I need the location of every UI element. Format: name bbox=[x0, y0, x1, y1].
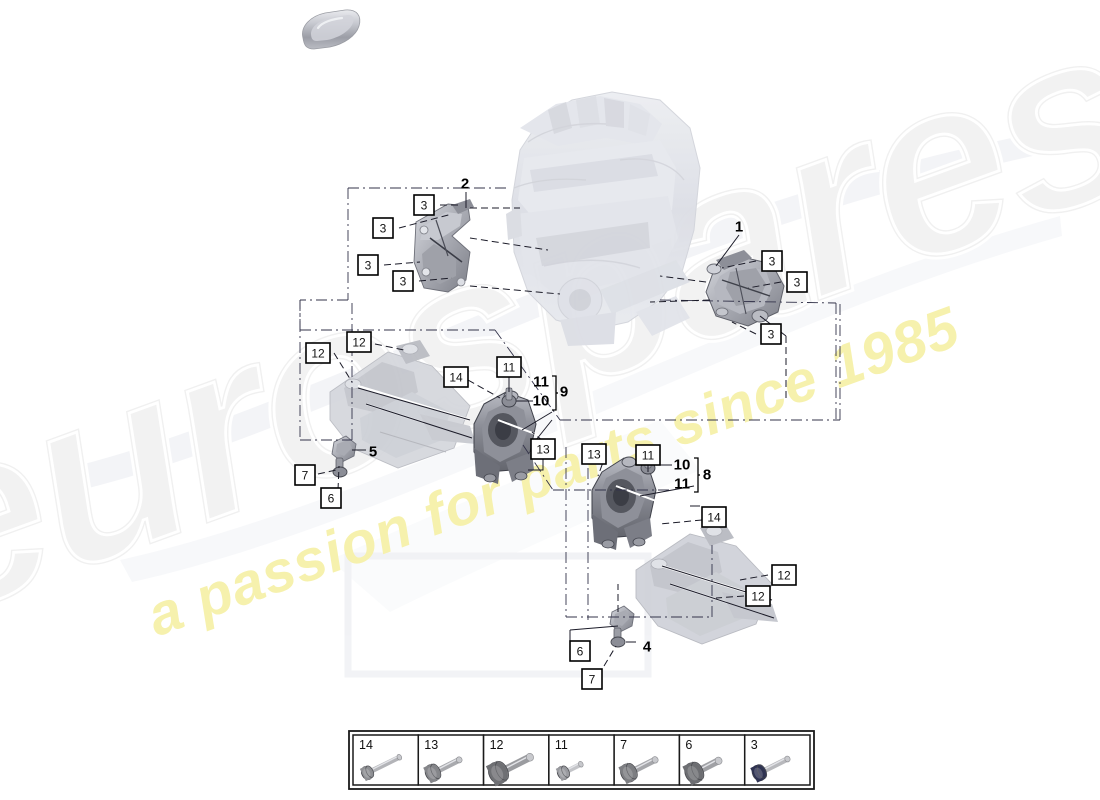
bolt-icon bbox=[359, 754, 403, 782]
callout-label: 12 bbox=[352, 336, 366, 350]
legend-item-6[interactable]: 6 bbox=[678, 734, 746, 786]
callout-label: 11 bbox=[533, 374, 549, 391]
legend-number: 7 bbox=[620, 738, 627, 752]
callout-label: 13 bbox=[536, 443, 550, 457]
subframe-right bbox=[635, 522, 778, 645]
engine-mount-right-upper bbox=[705, 250, 785, 327]
gearbox-mount-left bbox=[473, 390, 547, 484]
callout-label: 2 bbox=[461, 176, 469, 193]
callout-1[interactable]: 1 bbox=[735, 219, 743, 236]
legend-item-3[interactable]: 3 bbox=[743, 734, 811, 786]
legend-item-14[interactable]: 14 bbox=[352, 734, 420, 786]
callout-label: 3 bbox=[400, 275, 407, 289]
legend-item-11[interactable]: 11 bbox=[548, 734, 615, 786]
callout-label: 6 bbox=[577, 645, 584, 659]
group-boundaries bbox=[299, 187, 841, 620]
callout-label: 7 bbox=[589, 673, 596, 687]
bolt-icon bbox=[485, 753, 534, 787]
callout-label: 11 bbox=[503, 361, 516, 375]
callout-label: 3 bbox=[421, 199, 428, 213]
stop-buffer-bottom bbox=[609, 605, 635, 648]
callout-label: 12 bbox=[751, 590, 765, 604]
callout-6[interactable]: 6 bbox=[320, 487, 342, 509]
legend-number: 6 bbox=[685, 738, 692, 752]
legend-item-13[interactable]: 13 bbox=[417, 734, 485, 786]
callout-3[interactable]: 3 bbox=[761, 250, 783, 272]
callout-13[interactable]: 13 bbox=[530, 438, 556, 460]
callout-label: 4 bbox=[643, 639, 652, 656]
retaining-clip-part bbox=[302, 9, 361, 50]
callout-3[interactable]: 3 bbox=[786, 271, 808, 293]
stop-buffer-left bbox=[331, 435, 357, 478]
callout-label: 3 bbox=[768, 328, 775, 342]
callout-label: 1 bbox=[735, 219, 743, 236]
callout-3[interactable]: 3 bbox=[372, 217, 394, 239]
callout-label: 3 bbox=[769, 255, 776, 269]
callout-7[interactable]: 7 bbox=[294, 464, 316, 486]
callout-label: 14 bbox=[449, 371, 463, 385]
leader-lines bbox=[317, 192, 787, 667]
callout-3[interactable]: 3 bbox=[357, 254, 379, 276]
callout-label: 13 bbox=[587, 448, 601, 462]
legend-item-12[interactable]: 12 bbox=[482, 734, 550, 787]
callout-label: 5 bbox=[369, 444, 377, 461]
bolt-icon bbox=[750, 755, 791, 783]
callout-11[interactable]: 11 bbox=[496, 356, 522, 378]
callout-11[interactable]: 11 bbox=[674, 476, 690, 493]
callout-label: 9 bbox=[560, 384, 568, 401]
callout-12[interactable]: 12 bbox=[305, 342, 331, 364]
callout-12[interactable]: 12 bbox=[745, 585, 771, 607]
callout-label: 3 bbox=[365, 259, 372, 273]
legend-number: 11 bbox=[555, 738, 568, 752]
callout-label: 14 bbox=[707, 511, 721, 525]
callout-3[interactable]: 3 bbox=[760, 323, 782, 345]
callout-label: 10 bbox=[674, 457, 691, 474]
bolt-icon bbox=[618, 756, 659, 785]
callout-3[interactable]: 3 bbox=[392, 270, 414, 292]
callout-label: 12 bbox=[777, 569, 791, 583]
bolt-legend: 14 13 12 11 7 6 3 bbox=[348, 730, 815, 790]
callout-label: 7 bbox=[302, 469, 309, 483]
callout-label: 3 bbox=[794, 276, 801, 290]
callout-14[interactable]: 14 bbox=[701, 506, 727, 528]
callout-10[interactable]: 10 bbox=[533, 393, 550, 410]
bolt-icon bbox=[555, 761, 584, 782]
callout-label: 3 bbox=[380, 222, 387, 236]
callout-4[interactable]: 4 bbox=[643, 639, 652, 656]
subframe-left bbox=[329, 340, 476, 469]
callout-3[interactable]: 3 bbox=[413, 194, 435, 216]
callout-12[interactable]: 12 bbox=[771, 564, 797, 586]
bolt-icon bbox=[423, 756, 463, 784]
callout-11[interactable]: 11 bbox=[635, 444, 661, 466]
engine-block-ghost bbox=[506, 91, 701, 346]
engine-bracket-left bbox=[413, 199, 474, 293]
callout-7[interactable]: 7 bbox=[581, 668, 603, 690]
callout-12[interactable]: 12 bbox=[346, 331, 372, 353]
callout-label: 12 bbox=[311, 347, 325, 361]
legend-item-7[interactable]: 7 bbox=[613, 734, 681, 786]
callout-label: 11 bbox=[674, 476, 690, 493]
callout-5[interactable]: 5 bbox=[369, 444, 377, 461]
callout-9[interactable]: 9 bbox=[560, 384, 568, 401]
callout-8[interactable]: 8 bbox=[703, 467, 711, 484]
callout-13[interactable]: 13 bbox=[581, 443, 607, 465]
callout-11[interactable]: 11 bbox=[533, 374, 549, 391]
callout-label: 6 bbox=[328, 492, 335, 506]
callout-10[interactable]: 10 bbox=[674, 457, 691, 474]
callout-6[interactable]: 6 bbox=[569, 640, 591, 662]
legend-number: 13 bbox=[424, 738, 438, 752]
legend-number: 3 bbox=[751, 738, 758, 752]
bolt-icon bbox=[682, 756, 723, 786]
legend-number: 14 bbox=[359, 738, 373, 752]
callout-14[interactable]: 14 bbox=[443, 366, 469, 388]
callout-label: 10 bbox=[533, 393, 550, 410]
bolt-stack-left bbox=[501, 387, 517, 408]
callout-label: 11 bbox=[642, 449, 655, 463]
callout-label: 8 bbox=[703, 467, 711, 484]
callout-2[interactable]: 2 bbox=[461, 176, 469, 193]
legend-number: 12 bbox=[490, 738, 504, 752]
